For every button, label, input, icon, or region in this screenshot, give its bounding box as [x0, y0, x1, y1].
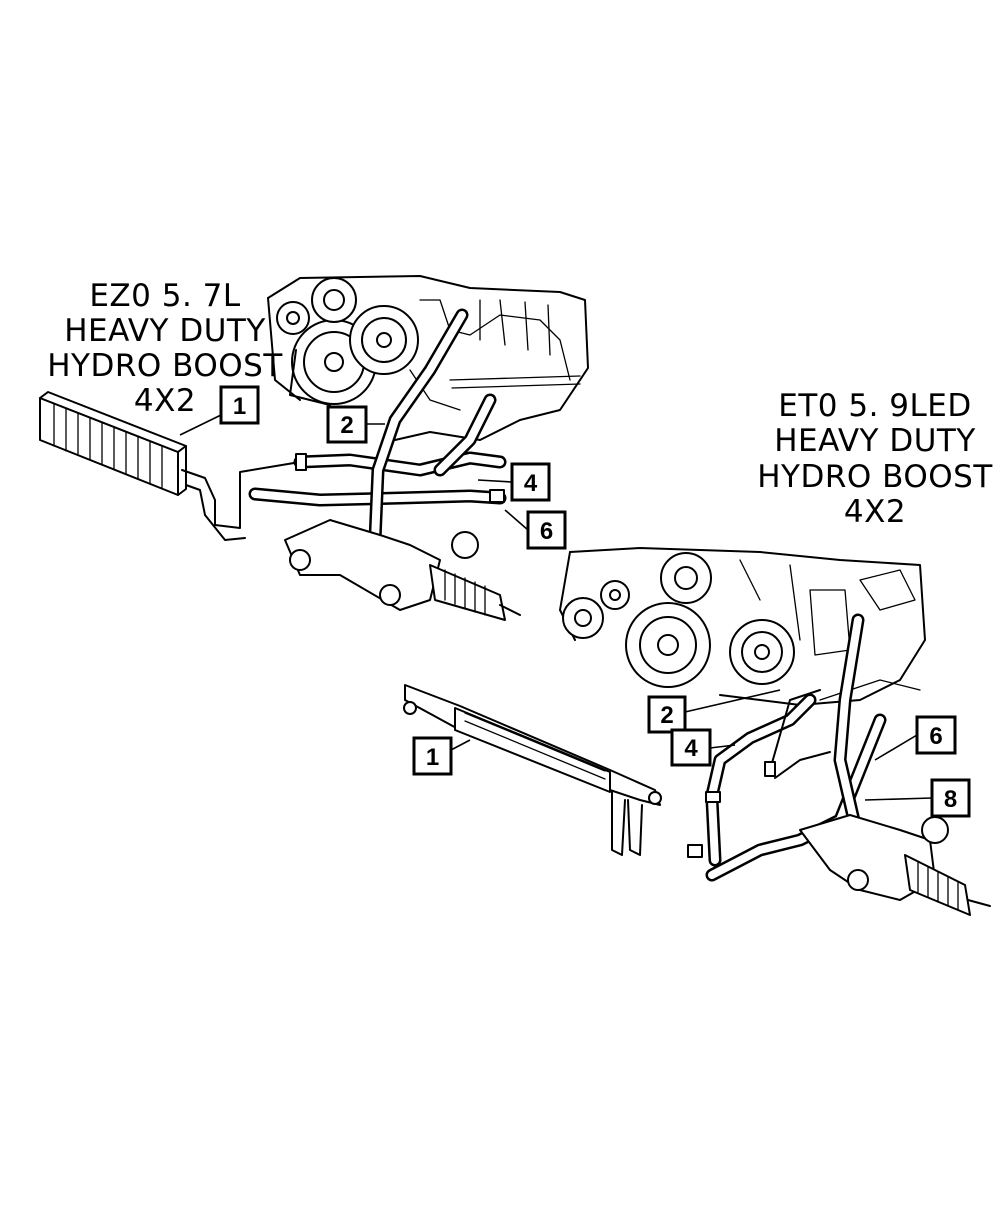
right-callout-6-label: 6	[929, 723, 942, 750]
left-title-line-3: HYDRO BOOST	[47, 348, 283, 384]
left-pulley-small	[276, 301, 310, 335]
right-engine-illustration	[559, 547, 926, 706]
left-pulley-top	[311, 277, 357, 323]
right-callout-2-label: 2	[660, 702, 673, 729]
right-callout-8: 8	[864, 778, 971, 818]
right-callout-6: 6	[874, 715, 957, 761]
left-callout-6: 6	[504, 509, 567, 550]
right-callout-1-label: 1	[426, 744, 439, 771]
left-engine-illustration	[267, 275, 589, 441]
left-cooler-illustration	[39, 391, 301, 541]
left-callout-1: 1	[179, 385, 260, 436]
left-view-title: EZ0 5. 7L HEAVY DUTY HYDRO BOOST 4X2	[47, 278, 283, 419]
right-title-line-3: HYDRO BOOST	[757, 459, 993, 495]
hose-clamp	[687, 844, 703, 858]
left-steering-gear	[284, 519, 521, 621]
right-title-line-4: 4X2	[844, 494, 906, 530]
left-hoses	[248, 308, 507, 547]
hose-fitting	[764, 761, 776, 777]
hose-fitting	[489, 489, 505, 503]
right-title-line-2: HEAVY DUTY	[774, 423, 976, 459]
right-pulley-right	[729, 619, 795, 685]
right-callout-4: 4	[670, 728, 736, 767]
left-callout-4-label: 4	[524, 470, 538, 497]
right-view: ET0 5. 9LED HEAVY DUTY HYDRO BOOST 4X2	[403, 388, 993, 916]
right-pulley-top	[660, 552, 712, 604]
left-pulley-right	[349, 305, 419, 375]
left-callout-6-label: 6	[540, 518, 553, 545]
left-title-line-1: EZ0 5. 7L	[89, 278, 241, 314]
right-view-title: ET0 5. 9LED HEAVY DUTY HYDRO BOOST 4X2	[757, 388, 993, 530]
left-title-line-4: 4X2	[134, 383, 196, 419]
left-title-line-2: HEAVY DUTY	[64, 313, 266, 349]
left-callout-2-label: 2	[340, 412, 353, 439]
hose-clamp	[705, 791, 721, 803]
right-pulley-mid	[600, 580, 630, 610]
right-steering-gear	[799, 814, 991, 916]
left-callout-1-label: 1	[233, 393, 246, 420]
hose-clamp	[295, 453, 307, 471]
right-callout-1: 1	[412, 736, 471, 776]
right-callout-8-label: 8	[944, 786, 957, 813]
right-callout-4-label: 4	[684, 735, 698, 762]
right-title-line-1: ET0 5. 9LED	[778, 388, 971, 424]
right-pulley-left	[562, 597, 604, 639]
left-callout-4: 4	[477, 462, 551, 502]
right-cooler-illustration	[403, 684, 662, 856]
left-callout-2: 2	[326, 405, 385, 444]
left-view: EZ0 5. 7L HEAVY DUTY HYDRO BOOST 4X2	[39, 275, 589, 621]
right-callout-2: 2	[647, 689, 781, 734]
right-pulley-large	[625, 602, 711, 688]
